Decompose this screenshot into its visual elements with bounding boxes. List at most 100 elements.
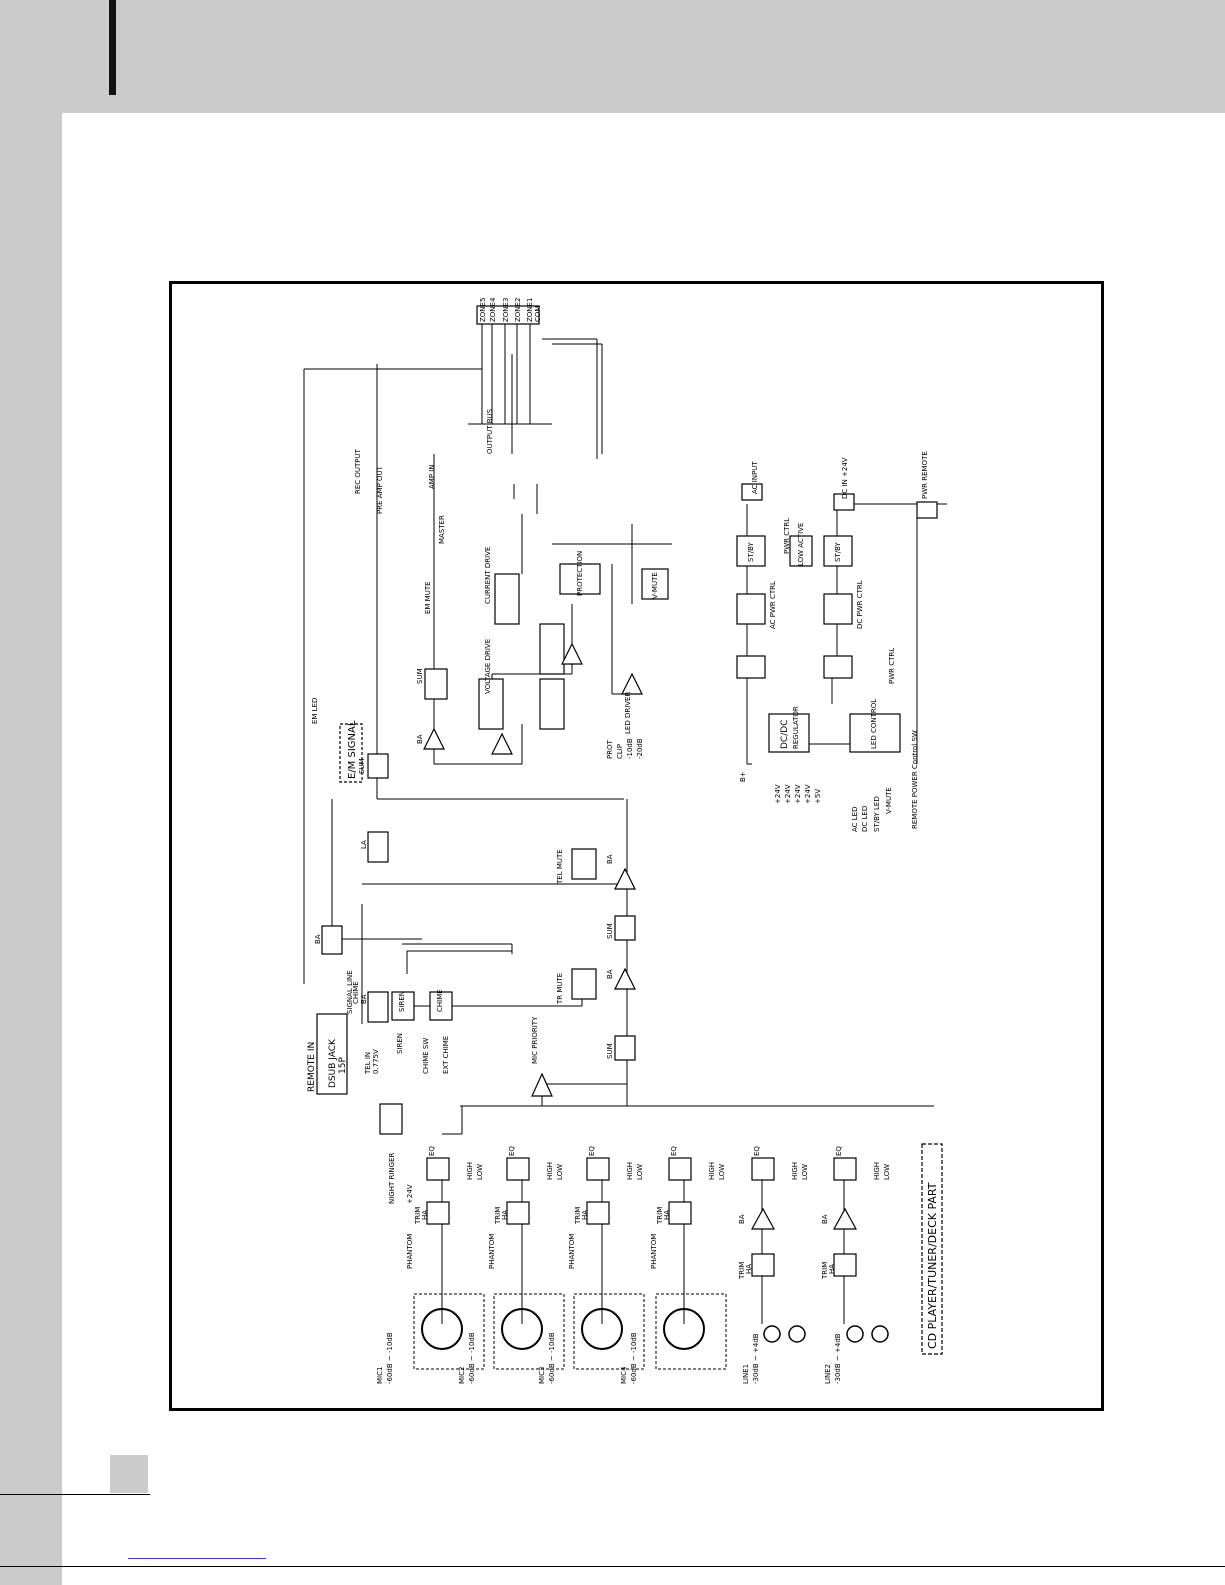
prot-label: PROT: [606, 739, 614, 759]
block-diagram: MIC1 -60dB ~ -10dB MIC2 -60dB ~ -10dB MI…: [303, 297, 947, 1384]
line2-jacks: [846, 1325, 889, 1343]
led-driver-label: LED DRIVER: [624, 692, 632, 734]
vmute2-label: V-MUTE: [885, 787, 893, 814]
bottom-rule: [0, 1566, 1225, 1567]
eq-label-3: EQ: [588, 1146, 596, 1156]
pre-amp-out-label: PRE AMP OUT: [376, 465, 384, 514]
chime-label: CHIME: [352, 981, 360, 1004]
ba-label-remote: BA: [314, 934, 322, 944]
ac-pwr-ctrl-label: AC PWR CTRL: [769, 581, 777, 629]
ba-label-amp: BA: [416, 734, 424, 744]
trim-label-1: TRIM: [414, 1207, 422, 1225]
ac-led-label: AC LED: [851, 807, 859, 833]
chime-box-label: CHIME: [436, 989, 444, 1012]
regulator-label: REGULATOR: [792, 706, 800, 749]
zone2-label: ZONE2: [514, 298, 522, 322]
output-bus-label: OUTPUT BUS: [486, 408, 494, 454]
ha-label-4: HA: [663, 1210, 671, 1220]
eq-label-4: EQ: [670, 1146, 678, 1156]
mic1-range: -60dB ~ -10dB: [386, 1332, 394, 1384]
dc-pwr-ctrl-label: DC PWR CTRL: [856, 580, 864, 629]
trim-label-4: TRIM: [656, 1207, 664, 1225]
trim-label-2: TRIM: [494, 1207, 502, 1225]
remote-in-label: REMOTE IN: [307, 1042, 317, 1092]
line2-label: LINE2: [824, 1364, 832, 1384]
ba-label-line1: BA: [738, 1214, 746, 1224]
line1-jacks: [763, 1325, 806, 1343]
tel-mute-label: TEL MUTE: [556, 849, 564, 885]
dsub-label: DSUB JACK: [328, 1038, 338, 1088]
left-margin-band: [0, 0, 62, 1585]
phantom-2: PHANTOM: [488, 1234, 496, 1269]
mic3-range: -60dB ~ -10dB: [548, 1332, 556, 1384]
ba-label-bus: BA: [606, 969, 614, 979]
mic3-label: MIC3: [538, 1367, 546, 1384]
protection-label: PROTECTION: [576, 551, 584, 596]
mic-priority-label: MIC PRIORITY: [531, 1016, 539, 1064]
pin-label: 15P: [338, 1057, 348, 1074]
dcdc-label: DC/DC: [780, 720, 790, 749]
ba-label-line2: BA: [821, 1214, 829, 1224]
com-label: COM: [534, 306, 542, 322]
stby-label-dc: ST/BY: [834, 542, 842, 562]
mic2-label: MIC2: [458, 1367, 466, 1384]
mic1-label: MIC1: [376, 1367, 384, 1384]
mic4-range: -60dB ~ -10dB: [630, 1332, 638, 1384]
ext-chime-label: EXT CHIME: [442, 1036, 450, 1074]
clip-label: CLIP: [616, 744, 624, 759]
low-label-4: LOW: [718, 1164, 726, 1180]
trim-label-5: TRIM: [738, 1262, 746, 1280]
current-drive-label: CURRENT DRIVE: [484, 547, 492, 604]
minus20-label: -20dB: [636, 738, 644, 759]
phantom-4: PHANTOM: [650, 1234, 658, 1269]
tr-mute-label: TR MUTE: [556, 973, 564, 1005]
ac-input-label: AC INPUT: [751, 461, 759, 494]
diagram-labels: MIC1 -60dB ~ -10dB MIC2 -60dB ~ -10dB MI…: [307, 297, 939, 1384]
sum-label-1: SUM: [606, 1043, 614, 1059]
high-label-2: HIGH: [546, 1162, 554, 1180]
cd-part-label: CD PLAYER/TUNER/DECK PART: [926, 1182, 939, 1349]
minus10-label: -10dB: [626, 738, 634, 759]
signal-line-label: SIGNAL LINE: [346, 970, 354, 1014]
siren-box-label: SIREN: [398, 991, 406, 1012]
tel-level-label: 0.775V: [372, 1049, 380, 1074]
high-label-6: HIGH: [873, 1162, 881, 1180]
block-diagram-frame: MIC1 -60dB ~ -10dB MIC2 -60dB ~ -10dB MI…: [169, 281, 1104, 1411]
sum-label-4: SUM: [416, 668, 424, 684]
amp-triangles: [423, 642, 858, 1230]
low-label-5: LOW: [801, 1164, 809, 1180]
trim-label-3: TRIM: [574, 1207, 582, 1225]
zone3-label: ZONE3: [502, 298, 510, 322]
mic4-label: MIC4: [620, 1366, 628, 1384]
line1-label: LINE1: [742, 1364, 750, 1384]
ha-label-1: HA: [421, 1210, 429, 1220]
plus24-label: +24V: [406, 1184, 414, 1204]
zone5-label: ZONE5: [479, 298, 487, 322]
chapter-tab-marker: [109, 0, 116, 95]
footer-link-underline: [128, 1558, 266, 1559]
stby-led-label: ST/BY LED: [873, 796, 881, 832]
zone1-label: ZONE1: [526, 298, 534, 322]
mic3-connector: [573, 1293, 645, 1370]
ha-label-2: HA: [501, 1210, 509, 1220]
low-label-1: LOW: [476, 1164, 484, 1180]
footer-rule: [0, 1494, 150, 1495]
eq-label-6: EQ: [835, 1146, 843, 1156]
mic1-connector: [413, 1293, 485, 1370]
sum-label-3: SUM: [358, 758, 366, 774]
rail-1-label: +24V: [774, 784, 782, 804]
stby-label-ac: ST/BY: [747, 542, 755, 562]
tel-in-label: TEL IN: [364, 1052, 372, 1075]
rec-output-label: REC OUTPUT: [354, 448, 362, 494]
line2-range: -30dB ~ +4dB: [834, 1333, 842, 1384]
low-label-3: LOW: [636, 1164, 644, 1180]
high-label-4: HIGH: [708, 1162, 716, 1180]
em-led-label: EM LED: [311, 698, 319, 724]
dc-in-label: DC IN +24V: [841, 457, 849, 499]
voltage-drive-label: VOLTAGE DRIVE: [484, 639, 492, 694]
remote-power-label: REMOTE POWER Control SW: [911, 730, 919, 829]
low-label-6: LOW: [883, 1164, 891, 1180]
low-label-2: LOW: [556, 1164, 564, 1180]
dc-led-label: DC LED: [861, 806, 869, 832]
header-band: [0, 0, 1225, 113]
